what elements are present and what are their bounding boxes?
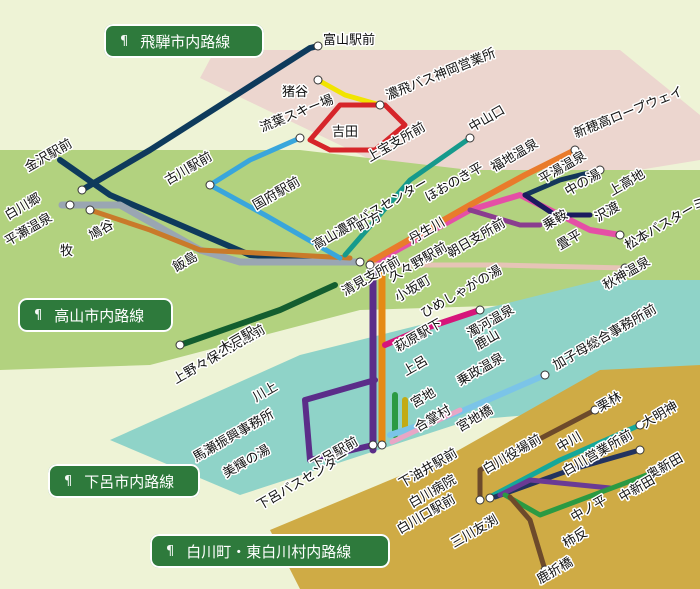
plane-shirakawa bbox=[270, 365, 700, 589]
route-hirayu-purple bbox=[467, 207, 543, 228]
route-red bbox=[307, 102, 408, 153]
stop-marker bbox=[655, 465, 665, 475]
area-tag-hida[interactable]: ¶ 飛騨市内路線 bbox=[104, 24, 264, 58]
stop-marker bbox=[485, 493, 495, 503]
plane-hida bbox=[200, 50, 700, 200]
stop-toyama[interactable]: 富山駅前 bbox=[322, 31, 377, 50]
route-kamikochi bbox=[522, 167, 603, 198]
plane-gero bbox=[110, 280, 700, 495]
route-sh-brown2 bbox=[507, 494, 548, 573]
route-maze bbox=[302, 377, 378, 463]
area-label-takayama: 高山市内路線 bbox=[54, 306, 145, 325]
stop-marker bbox=[595, 165, 605, 175]
stop-marker bbox=[295, 133, 305, 143]
area-label-hida: 飛騨市内路線 bbox=[140, 32, 231, 51]
route-sh-purple bbox=[497, 477, 613, 498]
route-orange bbox=[87, 207, 353, 261]
route-sh-teal bbox=[485, 422, 643, 501]
bus-stop-icon: ¶ bbox=[64, 473, 73, 489]
route-akigami bbox=[372, 262, 628, 271]
stop-marker bbox=[77, 185, 87, 195]
stop-marker bbox=[635, 420, 645, 430]
route-hirayu-pink bbox=[367, 192, 623, 268]
stop-marker bbox=[355, 257, 365, 267]
stop-marker bbox=[205, 180, 215, 190]
stop-maki[interactable]: 牧 bbox=[59, 243, 75, 261]
stop-marker bbox=[375, 100, 385, 110]
stop-marker bbox=[377, 440, 387, 450]
route-darkgreen bbox=[177, 282, 338, 348]
stop-marker bbox=[465, 133, 475, 143]
stop-marker bbox=[635, 445, 645, 455]
route-teal bbox=[342, 135, 473, 258]
stop-marker bbox=[475, 305, 485, 315]
area-label-shirakawa: 白川町・東白川村内路線 bbox=[186, 542, 352, 561]
stop-marker bbox=[313, 75, 323, 85]
stop-marker bbox=[620, 263, 630, 273]
route-norikura bbox=[522, 192, 593, 218]
stop-marker bbox=[570, 145, 580, 155]
area-tag-gero[interactable]: ¶ 下呂市内路線 bbox=[48, 464, 200, 498]
stop-marker bbox=[365, 260, 375, 270]
route-sh-navy bbox=[492, 447, 643, 500]
stop-marker bbox=[175, 340, 185, 350]
stop-inotani[interactable]: 猪谷 bbox=[281, 84, 310, 102]
stop-yoshida[interactable]: 吉田 bbox=[331, 124, 360, 142]
area-tag-shirakawa[interactable]: ¶ 白川町・東白川村内路線 bbox=[150, 534, 390, 568]
area-label-gero: 下呂市内路線 bbox=[84, 472, 175, 491]
route-hirayu-orange bbox=[367, 147, 578, 265]
area-tag-takayama[interactable]: ¶ 高山市内路線 bbox=[18, 298, 173, 332]
stop-marker bbox=[85, 205, 95, 215]
bus-stop-icon: ¶ bbox=[34, 307, 43, 323]
stop-marker bbox=[475, 495, 485, 505]
stop-marker bbox=[540, 565, 550, 575]
bus-stop-icon: ¶ bbox=[120, 33, 129, 49]
stop-marker bbox=[313, 41, 323, 51]
route-magenta bbox=[382, 307, 483, 348]
stop-marker bbox=[590, 405, 600, 415]
bus-stop-icon: ¶ bbox=[166, 543, 175, 559]
stop-marker bbox=[540, 370, 550, 380]
stop-marker bbox=[65, 200, 75, 210]
stop-marker bbox=[615, 230, 625, 240]
stop-marker bbox=[368, 440, 378, 450]
route-yellow bbox=[315, 77, 383, 108]
route-sh-brown bbox=[477, 407, 598, 503]
route-pink-short bbox=[389, 407, 463, 445]
